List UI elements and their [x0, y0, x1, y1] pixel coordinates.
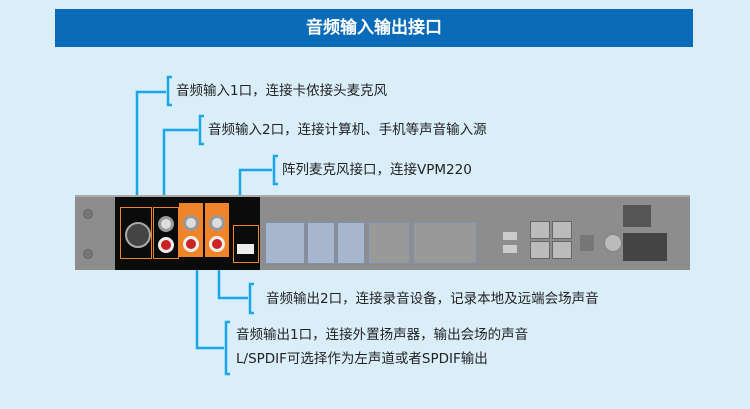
ethernet-port [552, 241, 572, 259]
hdmi-output-port-2 [337, 222, 365, 264]
bracket-audio-in-2 [198, 114, 204, 146]
mic-array-port [233, 225, 259, 263]
audio-out-2-rca [205, 203, 229, 257]
device-rear-panel [75, 195, 690, 270]
hdmi-output-port-1 [307, 222, 335, 264]
audio-in-2-rca [153, 207, 179, 259]
xlr-port [120, 207, 152, 259]
leader-line-audio-out-1 [195, 266, 224, 350]
leader-line-audio-in-1 [135, 90, 166, 200]
leader-line-audio-out-2 [217, 266, 248, 300]
screw-icon [83, 209, 93, 219]
phone-port [580, 235, 594, 251]
callout-audio-out-1-line1: 音频输出1口，连接外置扬声器，输出会场的声音 [236, 327, 529, 343]
leader-line-audio-in-2 [162, 128, 198, 200]
bracket-audio-in-1 [166, 75, 172, 107]
audio-out-1-rca [179, 203, 203, 257]
callout-audio-out-2: 音频输出2口，连接录音设备，记录本地及远端会场声音 [266, 291, 599, 307]
ethernet-port [552, 221, 572, 239]
ethernet-port [530, 241, 550, 259]
bracket-audio-out-1 [224, 320, 230, 376]
page-title: 音频输入输出接口 [55, 9, 693, 47]
ethernet-port [530, 221, 550, 239]
vga-output-port [265, 222, 305, 264]
callout-audio-in-1: 音频输入1口，连接卡侬接头麦克风 [176, 83, 388, 99]
callout-audio-in-2: 音频输入2口，连接计算机、手机等声音输入源 [208, 122, 487, 138]
vga-hdmi-input-port [413, 222, 477, 264]
power-socket [623, 233, 667, 261]
bracket-audio-out-2 [248, 282, 254, 315]
usb-port [503, 245, 517, 253]
audio-port-section [115, 197, 260, 270]
callout-audio-out-1-line2: L/SPDIF可选择作为左声道或者SPDIF输出 [236, 351, 488, 367]
callout-mic-array: 阵列麦克风接口，连接VPM220 [282, 162, 472, 178]
power-switch [623, 205, 651, 227]
bracket-mic-array [272, 154, 278, 186]
usb-port [503, 232, 517, 240]
leader-line-mic-array [238, 168, 272, 200]
dvi-input-port [368, 222, 410, 264]
screw-icon [83, 249, 93, 259]
reset-button [603, 233, 623, 253]
